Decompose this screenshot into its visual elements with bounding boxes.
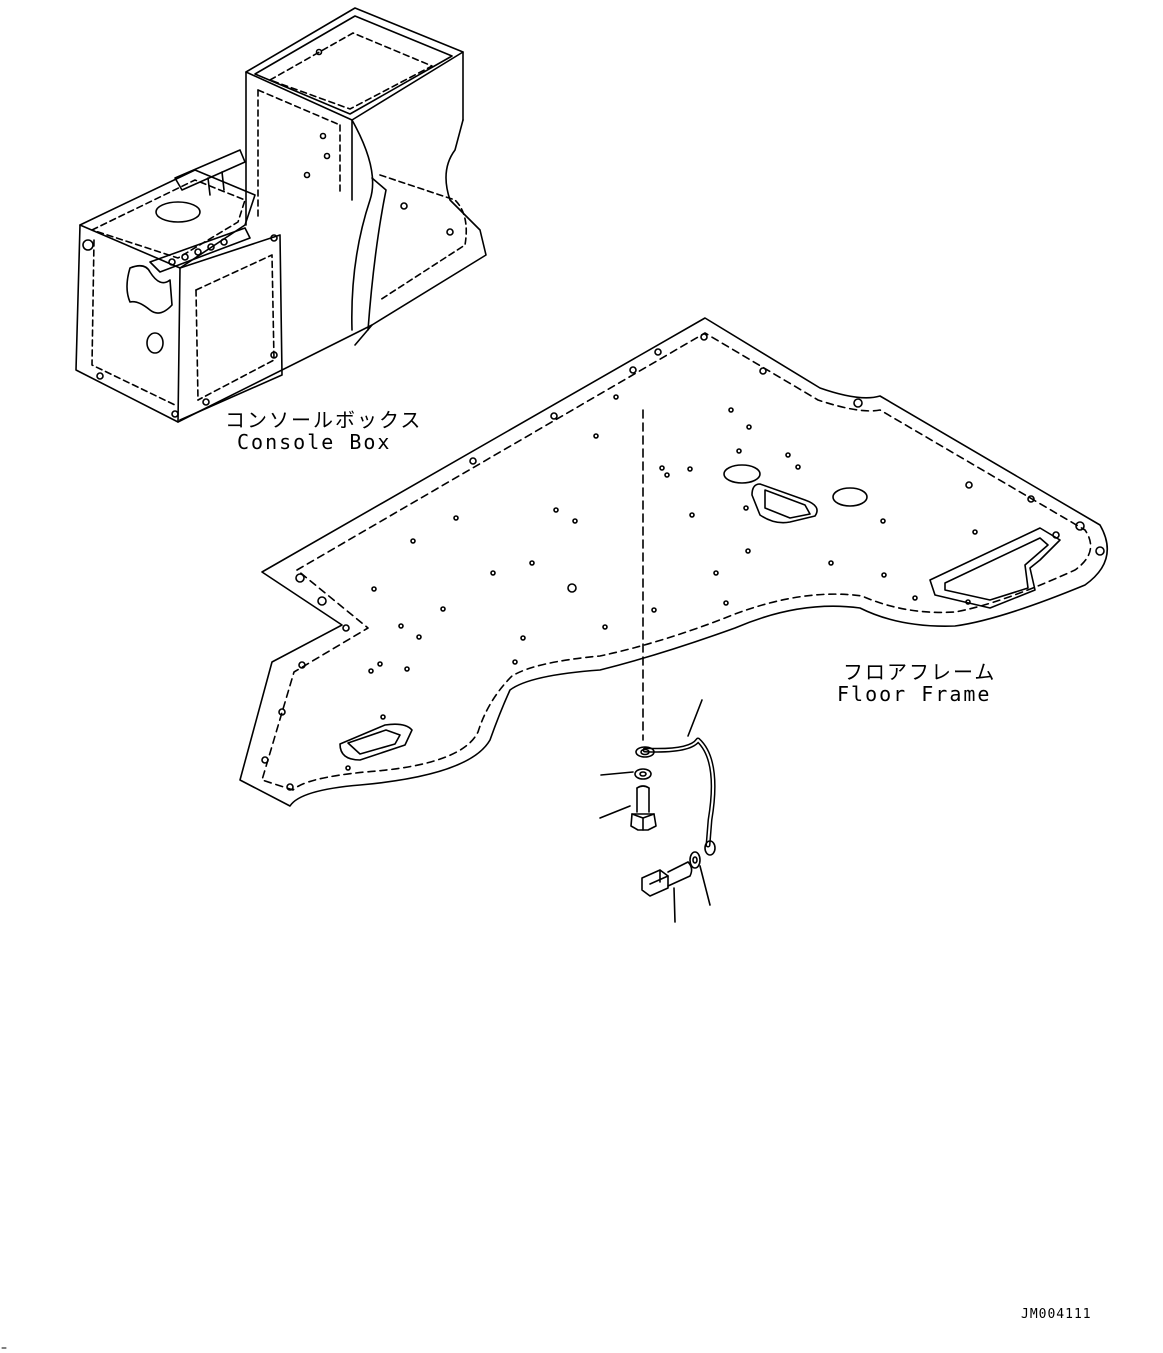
drawing-code: JM004111: [1021, 1307, 1092, 1322]
floor-frame-label-ja: フロアフレーム: [843, 660, 997, 684]
console-box-label-en: Console Box: [237, 430, 392, 454]
console-box-label-ja: コンソールボックス: [225, 408, 423, 432]
floor-frame-drawing: [239, 317, 1109, 807]
console-box-drawing: [75, 7, 487, 423]
ground-cable-assembly: [599, 699, 716, 923]
floor-frame-label-en: Floor Frame: [837, 682, 992, 706]
